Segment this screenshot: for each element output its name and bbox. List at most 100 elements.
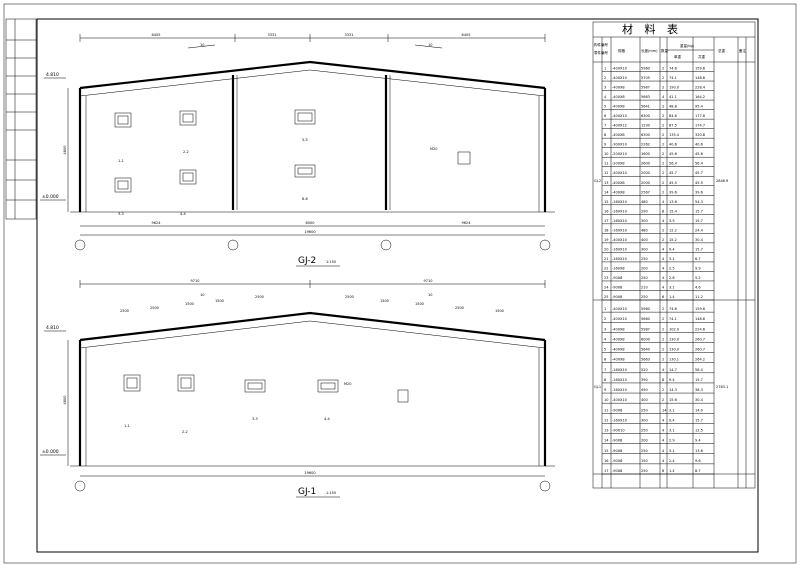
table-cell: 12 [604, 171, 608, 175]
table-cell: -200X10 [612, 152, 627, 156]
table-cell: 25 [604, 295, 608, 299]
table-cell: -400X8 [612, 95, 625, 99]
gj2-slope-right: 10 [428, 43, 432, 47]
table-cell: 10 [604, 398, 608, 402]
table-cell: 74.6 [669, 67, 677, 71]
material-table-border [592, 21, 756, 489]
table-cell: -400X10 [612, 238, 627, 242]
table-cell: -200X8 [612, 162, 625, 166]
gj2-slope-left: 10 [200, 43, 204, 47]
gj1-slope-left: 10 [200, 293, 204, 297]
table-cell: 5640 [641, 348, 650, 352]
table-cell: 39.6 [695, 190, 703, 194]
left-title-block [5, 18, 37, 220]
gj1-scale: 1:150 [326, 491, 336, 495]
table-cell: 56.4 [669, 162, 678, 166]
gj1-dim-1: 9710 [191, 279, 200, 283]
group2-total: 2763.1 [716, 385, 728, 389]
table-cell: 224.6 [695, 327, 705, 331]
table-cell: 2.6 [669, 276, 675, 280]
table-cell: 5960 [641, 307, 650, 311]
svg-text:2500: 2500 [255, 295, 264, 299]
gj1-section-2: 2-2 [182, 430, 188, 434]
gj1-section-1: 1-1 [124, 424, 130, 428]
table-cell: 15.7 [695, 418, 703, 422]
table-cell: 39.6 [669, 190, 677, 194]
table-cell: 15.7 [695, 209, 703, 213]
table-cell: 480 [641, 200, 648, 204]
table-cell: 4 [662, 368, 665, 372]
table-cell: -160X10 [612, 209, 627, 213]
table-cell: 520 [641, 368, 648, 372]
gj2-axis-bubble [74, 239, 86, 251]
gj2-section-details: 1-1 2-2 3-3 4-4 5-5 6-6 M20 [114, 109, 471, 216]
table-cell: 84.6 [669, 114, 677, 118]
table-cell: -90X8 [612, 449, 622, 453]
table-cell: 12.2 [669, 228, 677, 232]
table-cell: 300 [641, 219, 648, 223]
table-cell: 320.8 [695, 133, 705, 137]
table-cell: 4 [662, 459, 665, 463]
table-cell: -160X10 [612, 388, 627, 392]
table-cell: 130.0 [669, 337, 679, 341]
table-cell: -160X10 [612, 418, 627, 422]
table-cell: 2.4 [669, 459, 675, 463]
table-cell: 48.8 [669, 105, 677, 109]
table-cell: 9.9 [695, 266, 701, 270]
gj1-rafter [79, 311, 546, 342]
table-cell: 7 [604, 124, 606, 128]
table-cell: 17 [604, 219, 608, 223]
table-cell: -400X10 [612, 76, 627, 80]
table-cell: 2 [662, 358, 664, 362]
table-cell: 40.6 [695, 143, 703, 147]
table-cell: -90X8 [612, 276, 622, 280]
table-cell: -90X8 [612, 469, 622, 473]
col-member: 构件编号 [594, 42, 608, 47]
table-cell: 15.2 [669, 238, 677, 242]
frame-gj1: 9710 9710 2500 2500 1500 1500 2500 2500 … [40, 279, 555, 498]
table-cell: 390 [641, 378, 648, 382]
gj1-section-details: 1-1 2-2 3-3 4-4 M20 [123, 374, 409, 434]
col-part: 零件编号 [594, 50, 608, 55]
table-cell: 2000 [641, 171, 650, 175]
table-cell: -90X8 [612, 408, 622, 412]
gj1-height-dim: 4800 [63, 396, 67, 405]
table-cell: 228.4 [695, 86, 706, 90]
table-cell: -400X12 [612, 124, 627, 128]
table-cell: 4 [604, 337, 607, 341]
table-cell: 174.7 [695, 124, 705, 128]
table-cell: 4 [662, 247, 665, 251]
table-cell: 14 [604, 439, 609, 443]
table-cell: 260.7 [695, 337, 705, 341]
table-cell: 2 [662, 124, 664, 128]
table-cell: 5660 [641, 317, 650, 321]
table-cell: 12 [604, 418, 608, 422]
table-cell: 8 [604, 133, 606, 137]
table-cell: 8.7 [695, 469, 701, 473]
table-cell: -160X10 [612, 228, 627, 232]
table-cell: 6000 [641, 337, 650, 341]
table-cell: -400X8 [612, 348, 625, 352]
table-cell: 2 [662, 337, 664, 341]
svg-text:2500: 2500 [120, 309, 129, 313]
table-cell: 148.6 [695, 76, 705, 80]
svg-text:1500: 1500 [495, 309, 504, 313]
table-cell: 2.9 [669, 439, 675, 443]
svg-text:1500: 1500 [415, 302, 424, 306]
table-cell: 24.4 [695, 228, 704, 232]
table-cell: 6300 [641, 133, 650, 137]
table-cell: -160X10 [612, 368, 627, 372]
group1-label: GJ-2 [594, 179, 601, 183]
table-cell: 3 [604, 327, 606, 331]
material-table: 材 料 表 构件编号 零件编号 规格 长度(mm) 数量 重量(kg) 单重 共… [592, 21, 756, 489]
table-cell: 20 [604, 247, 608, 251]
svg-text:2500: 2500 [345, 295, 354, 299]
table-cell: -400X8 [612, 86, 625, 90]
frame-gj2: 6405 3331 3331 6405 10 10 4.810 ±0.000 4… [40, 33, 555, 267]
svg-text:1500: 1500 [215, 299, 224, 303]
table-cell: -400X10 [612, 114, 627, 118]
table-cell: 95.4 [695, 105, 704, 109]
table-cell: 250 [641, 449, 648, 453]
table-cell: 177.8 [695, 114, 705, 118]
